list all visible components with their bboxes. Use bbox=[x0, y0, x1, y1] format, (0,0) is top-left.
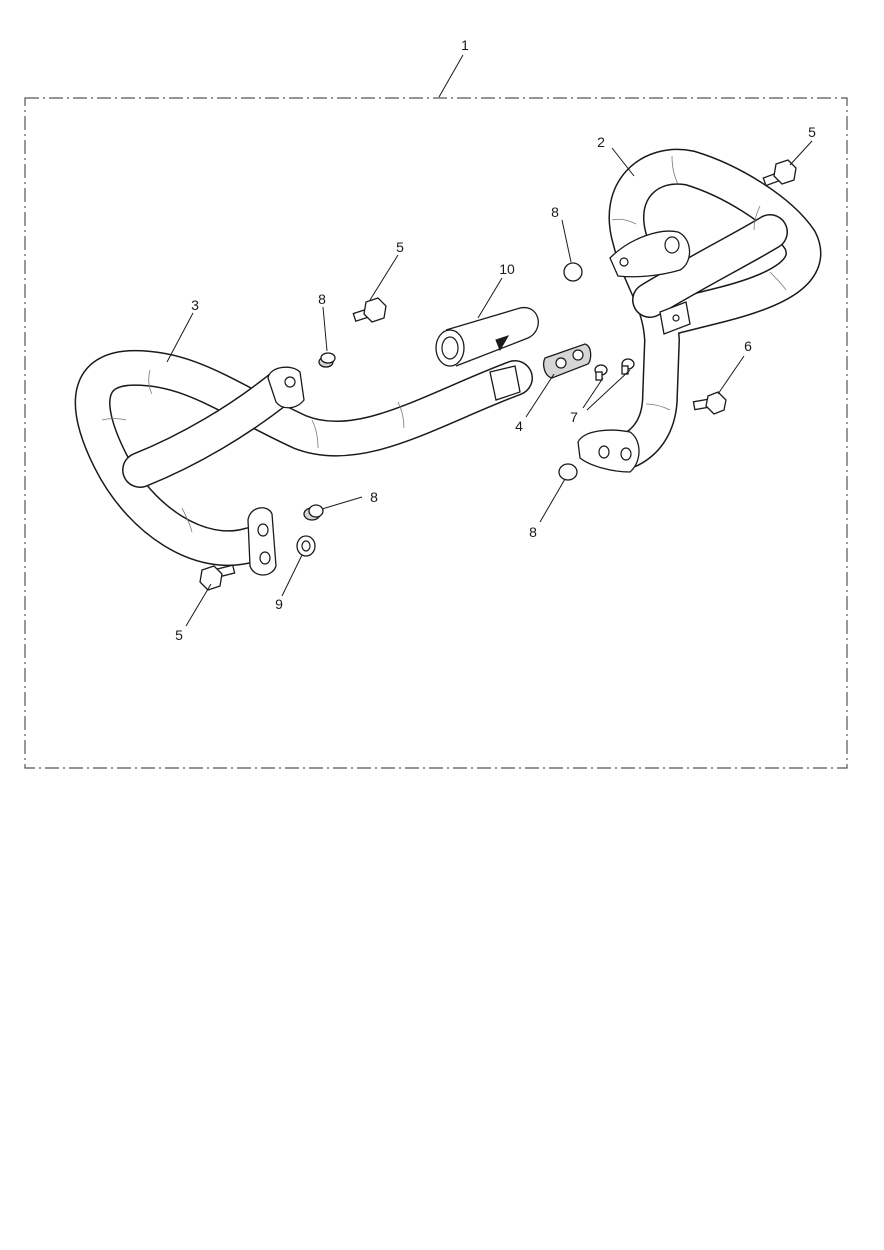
callout-4: 4 bbox=[515, 418, 523, 434]
callout-2: 2 bbox=[597, 134, 605, 150]
washer bbox=[296, 535, 316, 557]
slider-sleeve bbox=[435, 307, 539, 367]
callout-5-top-middle: 5 bbox=[396, 239, 404, 255]
callout-10: 10 bbox=[499, 261, 515, 277]
callout-8-middle-left: 8 bbox=[370, 489, 378, 505]
callout-9: 9 bbox=[275, 596, 283, 612]
callout-8-top-left: 8 bbox=[318, 291, 326, 307]
callout-5-top-right: 5 bbox=[808, 124, 816, 140]
callout-3: 3 bbox=[191, 297, 199, 313]
grommets bbox=[303, 262, 583, 521]
bolts bbox=[199, 159, 797, 591]
left-crash-bar bbox=[74, 349, 533, 576]
callout-8-top: 8 bbox=[551, 204, 559, 220]
callout-7: 7 bbox=[570, 409, 578, 425]
clamp-plate bbox=[543, 343, 592, 379]
callout-1: 1 bbox=[461, 37, 469, 53]
end-cap-top bbox=[563, 262, 583, 282]
bolt-bottom-left bbox=[199, 564, 236, 591]
leader-lines bbox=[166, 54, 813, 627]
callout-labels: 1 2 3 4 5 5 5 6 7 8 8 8 8 9 10 bbox=[175, 37, 816, 643]
kit-boundary-frame bbox=[24, 97, 848, 769]
callout-5-bottom-left: 5 bbox=[175, 627, 183, 643]
callout-8-bottom: 8 bbox=[529, 524, 537, 540]
shoulder-bolt bbox=[692, 391, 727, 415]
right-crash-bar bbox=[577, 148, 822, 473]
grommet-middle-left bbox=[303, 504, 324, 521]
grommet-top-left bbox=[318, 352, 336, 368]
callout-6: 6 bbox=[744, 338, 752, 354]
bolt-top-middle bbox=[352, 297, 387, 323]
end-cap-bottom bbox=[558, 463, 578, 481]
screws bbox=[594, 358, 635, 381]
bolt-top-right bbox=[762, 159, 797, 187]
